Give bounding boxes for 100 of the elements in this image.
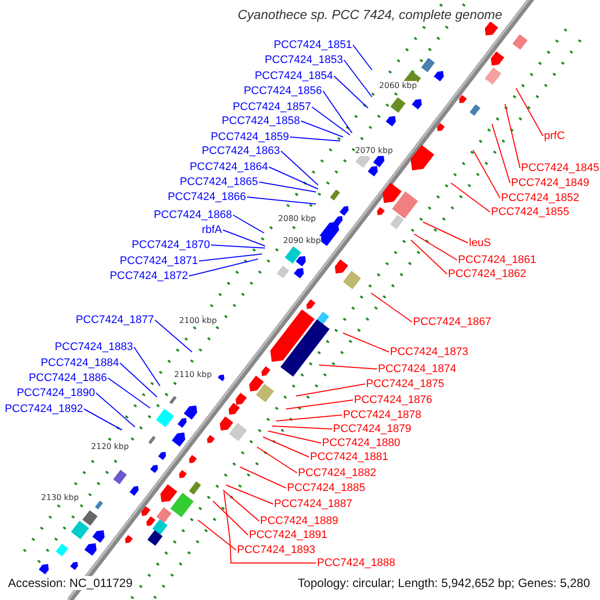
leader-line (258, 182, 316, 192)
gene-label: PCC7424_1864 (190, 161, 268, 173)
gene-label: PCC7424_1880 (322, 437, 400, 449)
gene-label: PCC7424_1881 (310, 451, 388, 463)
scale-tick-label: 2120 kbp (91, 442, 129, 452)
leader-line (286, 400, 354, 410)
leader-line (504, 104, 520, 168)
leader-line (210, 244, 266, 248)
scale-tick-label: 2100 kbp (179, 316, 217, 326)
gene-label: PCC7424_1876 (354, 394, 432, 406)
gene-label: PCC7424_1858 (222, 115, 300, 127)
leader-line (276, 414, 342, 422)
gene-label: PCC7424_1872 (110, 270, 188, 282)
leader-line (370, 292, 412, 322)
scale-tick-label: 2080 kbp (278, 214, 316, 224)
gene-label: PCC7424_1857 (232, 101, 311, 113)
gene-label: PCC7424_1866 (168, 191, 246, 203)
gene-label: prfC (544, 130, 565, 142)
leader-line (296, 384, 366, 396)
leader-line (272, 426, 332, 430)
leader-line (224, 492, 316, 564)
gene-label: PCC7424_1863 (202, 145, 280, 157)
leader-line (414, 234, 458, 260)
gene-label: PCC7424_1862 (448, 268, 526, 280)
gene-label: PCC7424_1874 (378, 363, 456, 375)
gene-label: PCC7424_1849 (511, 177, 590, 189)
gene-label: PCC7424_1859 (210, 131, 289, 143)
gene-label: PCC7424_1887 (274, 498, 352, 510)
leader-line (352, 44, 372, 70)
leader-line (108, 378, 150, 408)
leader-line (268, 430, 322, 444)
gene-label: PCC7424_1885 (287, 482, 366, 494)
gene-label: PCC7424_1845 (521, 162, 600, 174)
leader-line (232, 214, 264, 234)
leader-line (334, 76, 368, 108)
leader-line (472, 150, 500, 198)
leader-line (134, 346, 160, 386)
gene-label: PCC7424_1893 (237, 544, 316, 556)
gene-label: PCC7424_1883 (54, 341, 133, 353)
scale-tick-label: 2130 kbp (41, 493, 79, 503)
leader-line (96, 392, 136, 428)
gene-label: PCC7424_1891 (249, 529, 328, 541)
leader-line (318, 364, 378, 370)
leader-line (222, 490, 260, 522)
gene-label: PCC7424_1886 (28, 372, 107, 384)
leader-line (280, 150, 318, 186)
leader-line (154, 320, 192, 352)
gene-label: PCC7424_1871 (120, 255, 198, 267)
gene-label: PCC7424_1865 (180, 176, 258, 188)
gene-label: PCC7424_1877 (76, 314, 154, 326)
gene-label: PCC7424_1875 (366, 378, 444, 390)
leader-line (84, 408, 122, 430)
leader-line (450, 182, 490, 212)
gene-label: PCC7424_1852 (501, 192, 580, 204)
gene-label: PCC7424_1867 (413, 316, 492, 328)
leader-line (188, 258, 258, 276)
leader-line (222, 230, 266, 246)
leader-line (344, 60, 372, 98)
leader-line (290, 136, 340, 142)
leader-line (198, 520, 236, 550)
gene-label: PCC7424_1851 (274, 39, 352, 51)
genome-info-text: Accession: NC_011729 (6, 576, 135, 590)
leader-line (342, 332, 390, 352)
leader-line (262, 436, 310, 458)
gene-label: PCC7424_1879 (333, 423, 412, 435)
genome-info-text: Topology: circular; Length: 5,942,652 bp; Genes: 5,280 (296, 576, 592, 590)
leader-line (240, 466, 286, 488)
leader-line (198, 254, 262, 262)
gene-label: PCC7424_1854 (254, 70, 333, 82)
leader-line (322, 90, 352, 134)
leader-line (410, 240, 448, 274)
leader-line (120, 362, 158, 398)
gene-label: PCC7424_1873 (390, 346, 468, 358)
leader-line (312, 106, 350, 136)
gene-label: PCC7424_1878 (343, 409, 422, 421)
gene-label: PCC7424_1868 (154, 209, 232, 221)
gene-label: PCC7424_1882 (298, 467, 376, 479)
gene-label: PCC7424_1889 (260, 515, 338, 527)
leader-line (268, 166, 318, 190)
genome-title: Cyanothece sp. PCC 7424, complete genome (236, 7, 504, 22)
leader-line (226, 484, 274, 504)
gene-label: PCC7424_1884 (40, 357, 119, 369)
leader-line (516, 88, 544, 136)
gene-label: leuS (469, 237, 492, 249)
gene-label: PCC7424_1888 (317, 557, 396, 569)
scale-tick-label: 2110 kbp (174, 370, 212, 380)
leader-line (492, 124, 510, 184)
gene-label: PCC7424_1853 (264, 54, 343, 66)
gene-label: PCC7424_1856 (244, 85, 322, 97)
scale-tick-label: 2060 kbp (379, 81, 417, 91)
gene-label: rbfA (202, 224, 222, 236)
gene-label: PCC7424_1861 (458, 254, 536, 266)
leader-line (212, 500, 248, 536)
scale-tick-label: 2070 kbp (355, 146, 393, 156)
gene-label: PCC7424_1870 (132, 239, 210, 251)
leader-line (256, 446, 298, 474)
gene-label: PCC7424_1892 (4, 403, 83, 415)
gene-label: PCC7424_1855 (491, 206, 570, 218)
leader-line (246, 196, 316, 204)
leader-line (422, 222, 468, 244)
